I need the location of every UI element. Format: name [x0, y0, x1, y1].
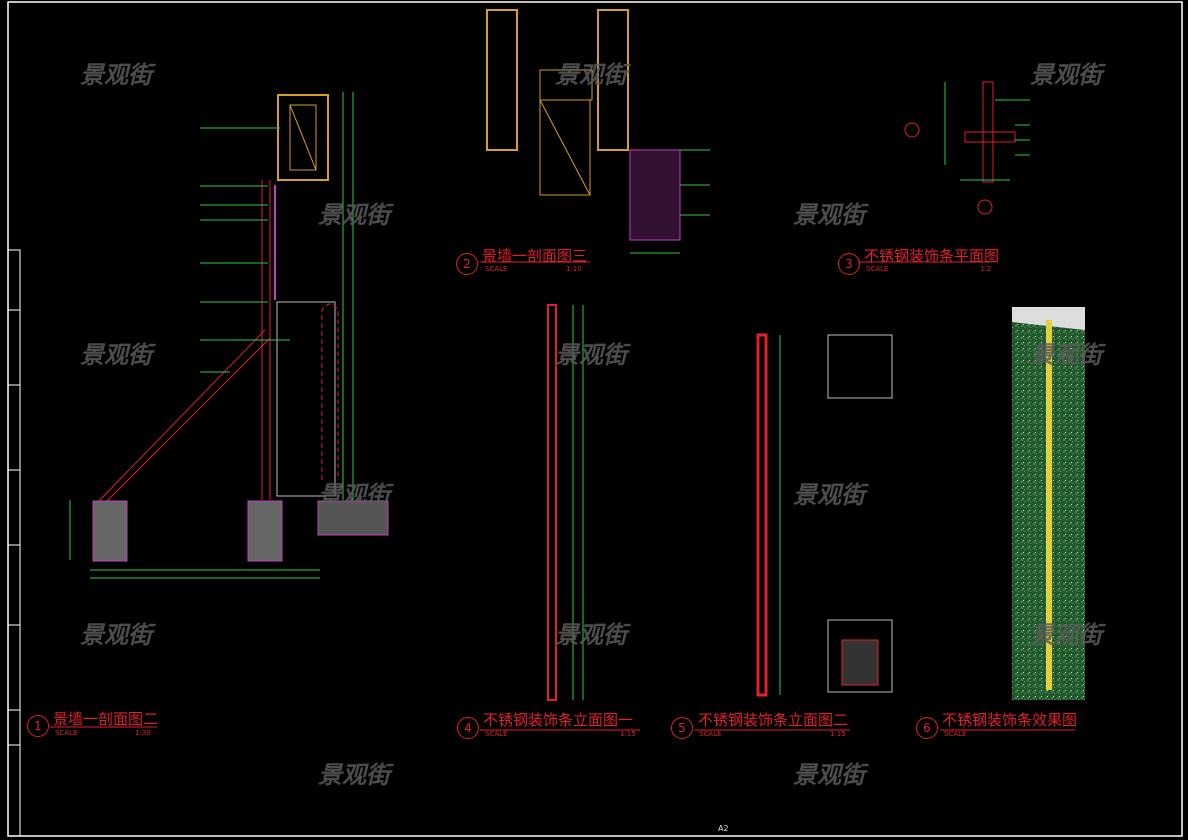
scale-value: 1:15: [620, 730, 636, 738]
view-number: 1: [27, 715, 49, 737]
watermark: 景观街: [555, 341, 627, 369]
watermark: 景观街: [318, 201, 390, 229]
view-number: 6: [916, 717, 938, 739]
scale-label: SCALE: [55, 729, 78, 737]
scale-value: 1:2: [980, 265, 992, 273]
view-1-section: [69, 92, 389, 579]
scale-value: 1:30: [135, 729, 151, 737]
watermark: 景观街: [1030, 621, 1102, 649]
scale-label: SCALE: [485, 730, 508, 738]
watermark: 景观街: [793, 761, 865, 789]
view-title: 景墙一剖面图三: [482, 247, 588, 265]
watermark: 景观街: [1030, 61, 1102, 89]
view-6-render: [1012, 307, 1085, 700]
view-title: 不锈钢装饰条平面图: [864, 247, 1000, 265]
view-5-elevation: [756, 333, 893, 697]
scale-value: 1:10: [566, 265, 582, 273]
watermark: 景观街: [793, 481, 865, 509]
view-number: 4: [457, 717, 479, 739]
scale-label: SCALE: [944, 730, 967, 738]
scale-value: 1:15: [830, 730, 846, 738]
view-2-section: [486, 9, 710, 254]
watermark: 景观街: [1030, 341, 1102, 369]
view-4-elevation: [547, 304, 584, 701]
view-number: 5: [671, 717, 693, 739]
scale-label: SCALE: [699, 730, 722, 738]
watermark: 景观街: [80, 621, 152, 649]
title-underlines: [50, 261, 1075, 731]
watermark: 景观街: [555, 621, 627, 649]
sheet-size: A2: [718, 824, 729, 833]
watermark: 景观街: [80, 341, 152, 369]
view-number: 2: [456, 253, 478, 275]
title-strip: [7, 249, 21, 837]
watermark: 景观街: [318, 481, 390, 509]
scale-label: SCALE: [866, 265, 889, 273]
view-title: 不锈钢装饰条立面图一: [483, 711, 634, 729]
title-strip-dividers: [8, 309, 20, 746]
scale-label: SCALE: [485, 265, 508, 273]
view-title: 景墙一剖面图二: [53, 710, 159, 728]
view-title: 不锈钢装饰条立面图二: [698, 711, 849, 729]
view-title: 不锈钢装饰条效果图: [942, 711, 1078, 729]
view-3-plan: [904, 81, 1030, 215]
watermark: 景观街: [80, 61, 152, 89]
watermark: 景观街: [318, 761, 390, 789]
watermark: 景观街: [555, 61, 627, 89]
view-number: 3: [838, 253, 860, 275]
watermark: 景观街: [793, 201, 865, 229]
